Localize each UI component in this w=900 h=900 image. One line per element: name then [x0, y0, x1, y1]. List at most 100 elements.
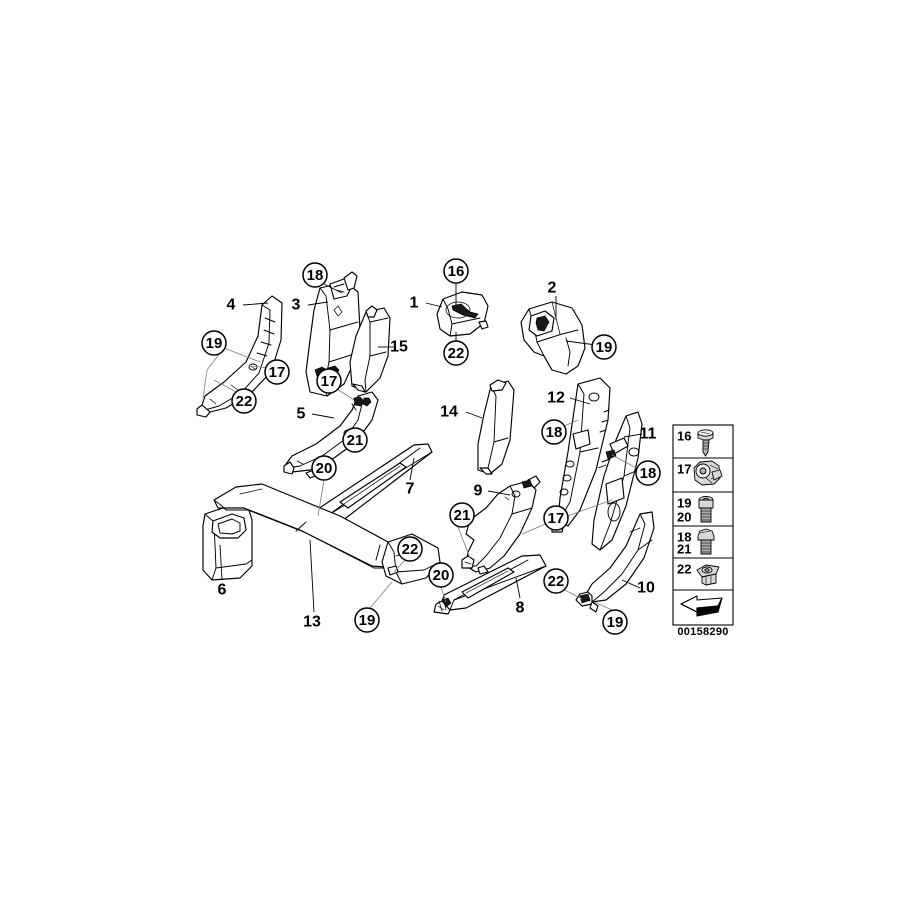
- callout-22-top: 22: [443, 340, 469, 366]
- callout-16: 16: [443, 258, 469, 284]
- legend-row-18-21-num-21: 21: [677, 542, 691, 557]
- callout-21-left-text: 21: [347, 432, 364, 449]
- callout-20-bottom: 20: [428, 562, 454, 588]
- push-in-clip-icon: [696, 564, 720, 586]
- label-11: 11: [640, 426, 657, 443]
- part-9-shape: [461, 475, 541, 575]
- label-8: 8: [516, 600, 525, 617]
- callout-19-far-text: 19: [607, 614, 624, 631]
- callout-18-mid-ring: [541, 419, 567, 445]
- callout-20-left: 20: [311, 455, 337, 481]
- callout-22-top-ring: [443, 340, 469, 366]
- callout-22-left: 22: [231, 388, 257, 414]
- diagram-id-label: 00158290: [677, 626, 728, 638]
- pan-head-screw-icon: [697, 429, 714, 457]
- callout-20-bottom-ring: [428, 562, 454, 588]
- callout-22-left-ring: [231, 388, 257, 414]
- callout-22-far: 22: [543, 568, 569, 594]
- callout-20-left-text: 20: [316, 460, 333, 477]
- callout-18-right: 18: [635, 460, 661, 486]
- part-14-shape: [477, 379, 515, 475]
- expanding-nut-icon: [693, 460, 723, 486]
- callout-21-mid-text: 21: [454, 507, 471, 524]
- callout-17-mid: 17: [316, 368, 342, 394]
- part-1-shape: [436, 291, 489, 337]
- callout-18-right-ring: [635, 460, 661, 486]
- legend-row-19-20-num-19: 19: [677, 496, 691, 511]
- part-5-shape: [283, 391, 379, 479]
- callout-19-bottom-ring: [354, 607, 380, 633]
- legend-row-22-num-22: 22: [677, 562, 691, 577]
- callout-22-top-text: 22: [448, 345, 465, 362]
- label-12: 12: [547, 390, 565, 407]
- callout-20-bottom-text: 20: [433, 567, 450, 584]
- callout-22-right-text: 22: [402, 541, 419, 558]
- callout-18-mid: 18: [541, 419, 567, 445]
- label-4: 4: [227, 297, 236, 314]
- part-8-shape: [433, 554, 547, 615]
- label-6: 6: [218, 582, 227, 599]
- callout-21-left: 21: [342, 427, 368, 453]
- callout-19-left: 19: [201, 330, 227, 356]
- callout-16-text: 16: [448, 263, 465, 280]
- legend-row-19-20-num-20: 20: [677, 510, 691, 525]
- legend-row-18-21-num-18: 18: [677, 530, 691, 545]
- part-4-shape: [196, 295, 283, 418]
- callout-19-right-ring: [591, 334, 617, 360]
- label-14: 14: [440, 404, 458, 421]
- leader-lines: [219, 296, 643, 613]
- callout-19-far-ring: [602, 609, 628, 635]
- part-15-shape: [349, 305, 391, 393]
- label-3: 3: [292, 297, 301, 314]
- callout-22-right-ring: [397, 536, 423, 562]
- callout-17-left-text: 17: [269, 364, 286, 381]
- part-12-shape: [551, 377, 611, 533]
- label-2: 2: [548, 280, 557, 297]
- label-1: 1: [410, 295, 419, 312]
- callout-19-far: 19: [602, 609, 628, 635]
- legend-row-16-num-16: 16: [677, 429, 691, 444]
- callout-18-top-text: 18: [307, 267, 324, 284]
- callout-22-far-text: 22: [548, 573, 565, 590]
- callout-19-right-text: 19: [596, 339, 613, 356]
- label-13: 13: [303, 614, 321, 631]
- callout-19-bottom: 19: [354, 607, 380, 633]
- callout-21-mid-ring: [449, 502, 475, 528]
- label-15: 15: [390, 339, 408, 356]
- legend-row-17-num-17: 17: [677, 462, 691, 477]
- label-10: 10: [637, 580, 655, 597]
- callout-18-mid-text: 18: [546, 424, 563, 441]
- callout-17-mid-ring: [316, 368, 342, 394]
- callout-17-right: 17: [543, 505, 569, 531]
- callout-19-bottom-text: 19: [359, 612, 376, 629]
- label-5: 5: [297, 406, 306, 423]
- part-6-shape: [202, 504, 253, 581]
- callout-18-right-text: 18: [640, 465, 657, 482]
- part-2-shape: [520, 301, 586, 375]
- callout-17-right-text: 17: [548, 510, 565, 527]
- callout-17-right-ring: [543, 505, 569, 531]
- callout-19-left-ring: [201, 330, 227, 356]
- callout-22-far-ring: [543, 568, 569, 594]
- direction-arrow-icon: [680, 595, 723, 617]
- callout-22-left-text: 22: [236, 393, 253, 410]
- callout-22-right: 22: [397, 536, 423, 562]
- callout-17-left-ring: [264, 359, 290, 385]
- button-head-bolt-icon: [697, 528, 715, 555]
- callout-21-mid: 21: [449, 502, 475, 528]
- part-11-shape: [591, 411, 643, 551]
- callout-17-mid-text: 17: [321, 373, 338, 390]
- callout-21-left-ring: [342, 427, 368, 453]
- label-7: 7: [406, 481, 415, 498]
- callout-20-left-ring: [311, 455, 337, 481]
- callout-19-right: 19: [591, 334, 617, 360]
- callout-18-top-ring: [302, 262, 328, 288]
- callout-17-left: 17: [264, 359, 290, 385]
- label-9: 9: [474, 483, 483, 500]
